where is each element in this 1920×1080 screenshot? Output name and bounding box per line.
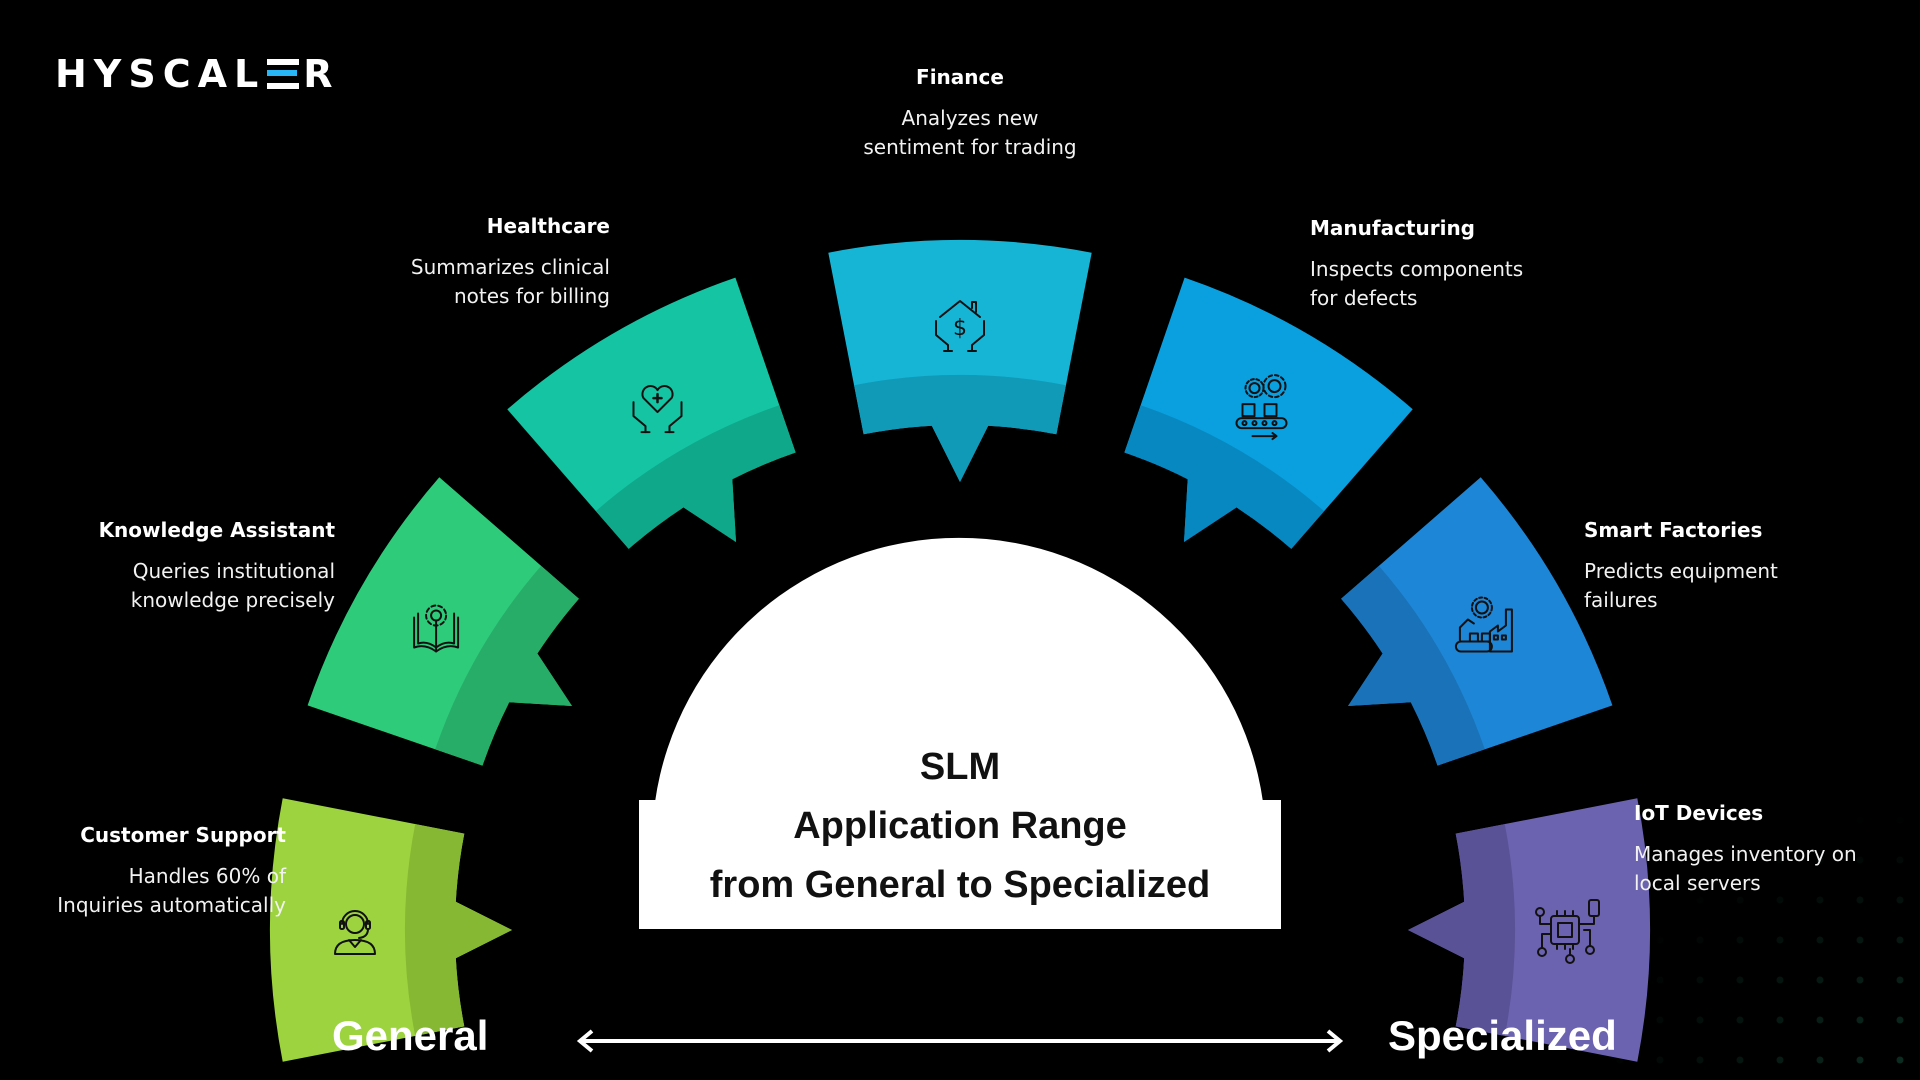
segment-inner-band bbox=[405, 824, 512, 1036]
segment-title: Knowledge Assistant bbox=[98, 518, 335, 542]
segment-title: Smart Factories bbox=[1584, 518, 1763, 542]
segment-title: Healthcare bbox=[486, 214, 610, 238]
center-title-line2: Application Range bbox=[793, 805, 1127, 847]
svg-text:$: $ bbox=[953, 316, 967, 341]
segment-customer-support bbox=[270, 798, 512, 1062]
label-knowledge-assistant: Knowledge Assistant Queries institutiona… bbox=[35, 517, 335, 615]
segment-inner-band bbox=[1408, 824, 1515, 1036]
segment-description: local servers bbox=[1634, 871, 1761, 895]
segment-description: knowledge precisely bbox=[130, 588, 335, 612]
segment-description: Predicts equipment bbox=[1584, 559, 1778, 583]
logo-text-left: HYSCAL bbox=[55, 52, 266, 96]
chip-circuit-icon bbox=[1535, 899, 1600, 964]
general-specialized-arrow bbox=[576, 1029, 1344, 1053]
segment-inner-band bbox=[595, 405, 796, 549]
heart-hands-icon bbox=[632, 385, 683, 434]
conveyor-gears-icon bbox=[1235, 374, 1288, 441]
label-finance: Finance Analyzes new sentiment for tradi… bbox=[820, 64, 1120, 162]
segment-description: Manages inventory on bbox=[1634, 842, 1857, 866]
label-smart-factories: Smart Factories Predicts equipment failu… bbox=[1584, 517, 1884, 615]
segment-title: IoT Devices bbox=[1634, 801, 1764, 825]
label-iot-devices: IoT Devices Manages inventory on local s… bbox=[1634, 800, 1920, 898]
segment-description: Handles 60% of bbox=[128, 864, 286, 888]
book-gear-icon bbox=[413, 604, 460, 653]
segment-description: Summarizes clinical bbox=[410, 255, 610, 279]
segment-description: Analyzes new bbox=[901, 106, 1039, 130]
center-dome bbox=[639, 537, 1281, 929]
segment-description: Queries institutional bbox=[132, 559, 335, 583]
segment-knowledge-assistant bbox=[307, 477, 579, 766]
segment-title: Finance bbox=[916, 65, 1004, 89]
headset-agent-icon bbox=[334, 910, 376, 955]
label-healthcare: Healthcare Summarizes clinical notes for… bbox=[310, 213, 610, 311]
segment-description: for defects bbox=[1310, 286, 1418, 310]
house-dollar-hands-icon: $ bbox=[935, 300, 985, 352]
segment-inner-band bbox=[1124, 405, 1325, 549]
label-customer-support: Customer Support Handles 60% of Inquirie… bbox=[0, 822, 286, 920]
segment-inner-band bbox=[1341, 565, 1485, 766]
segment-inner-band bbox=[435, 565, 579, 766]
logo-text-right: R bbox=[303, 52, 340, 96]
segment-inner-band bbox=[854, 375, 1066, 482]
center-title-line3: from General to Specialized bbox=[709, 864, 1211, 906]
center-title-line1: SLM bbox=[919, 746, 1001, 788]
segment-finance: $ bbox=[828, 240, 1092, 482]
segment-title: Manufacturing bbox=[1310, 216, 1475, 240]
segment-smart-factories bbox=[1341, 477, 1613, 766]
axis-label-specialized: Specialized bbox=[1388, 1012, 1617, 1059]
segment-healthcare bbox=[507, 277, 796, 549]
segment-description: notes for billing bbox=[454, 284, 610, 308]
segment-description: Inquiries automatically bbox=[57, 893, 286, 917]
segment-description: Inspects components bbox=[1310, 257, 1524, 281]
segment-title: Customer Support bbox=[80, 823, 286, 847]
logo-e-mark bbox=[267, 59, 300, 89]
segment-description: failures bbox=[1584, 588, 1658, 612]
center-title: SLM Application Range from General to Sp… bbox=[640, 738, 1280, 915]
segment-iot-devices bbox=[1408, 798, 1650, 1062]
axis-label-general: General bbox=[332, 1012, 489, 1059]
factory-robot-icon bbox=[1454, 596, 1513, 653]
hyscaler-logo: HYSCAL R bbox=[55, 52, 339, 96]
segment-description: sentiment for trading bbox=[863, 135, 1077, 159]
segment-manufacturing bbox=[1124, 277, 1413, 549]
label-manufacturing: Manufacturing Inspects components for de… bbox=[1310, 215, 1610, 313]
